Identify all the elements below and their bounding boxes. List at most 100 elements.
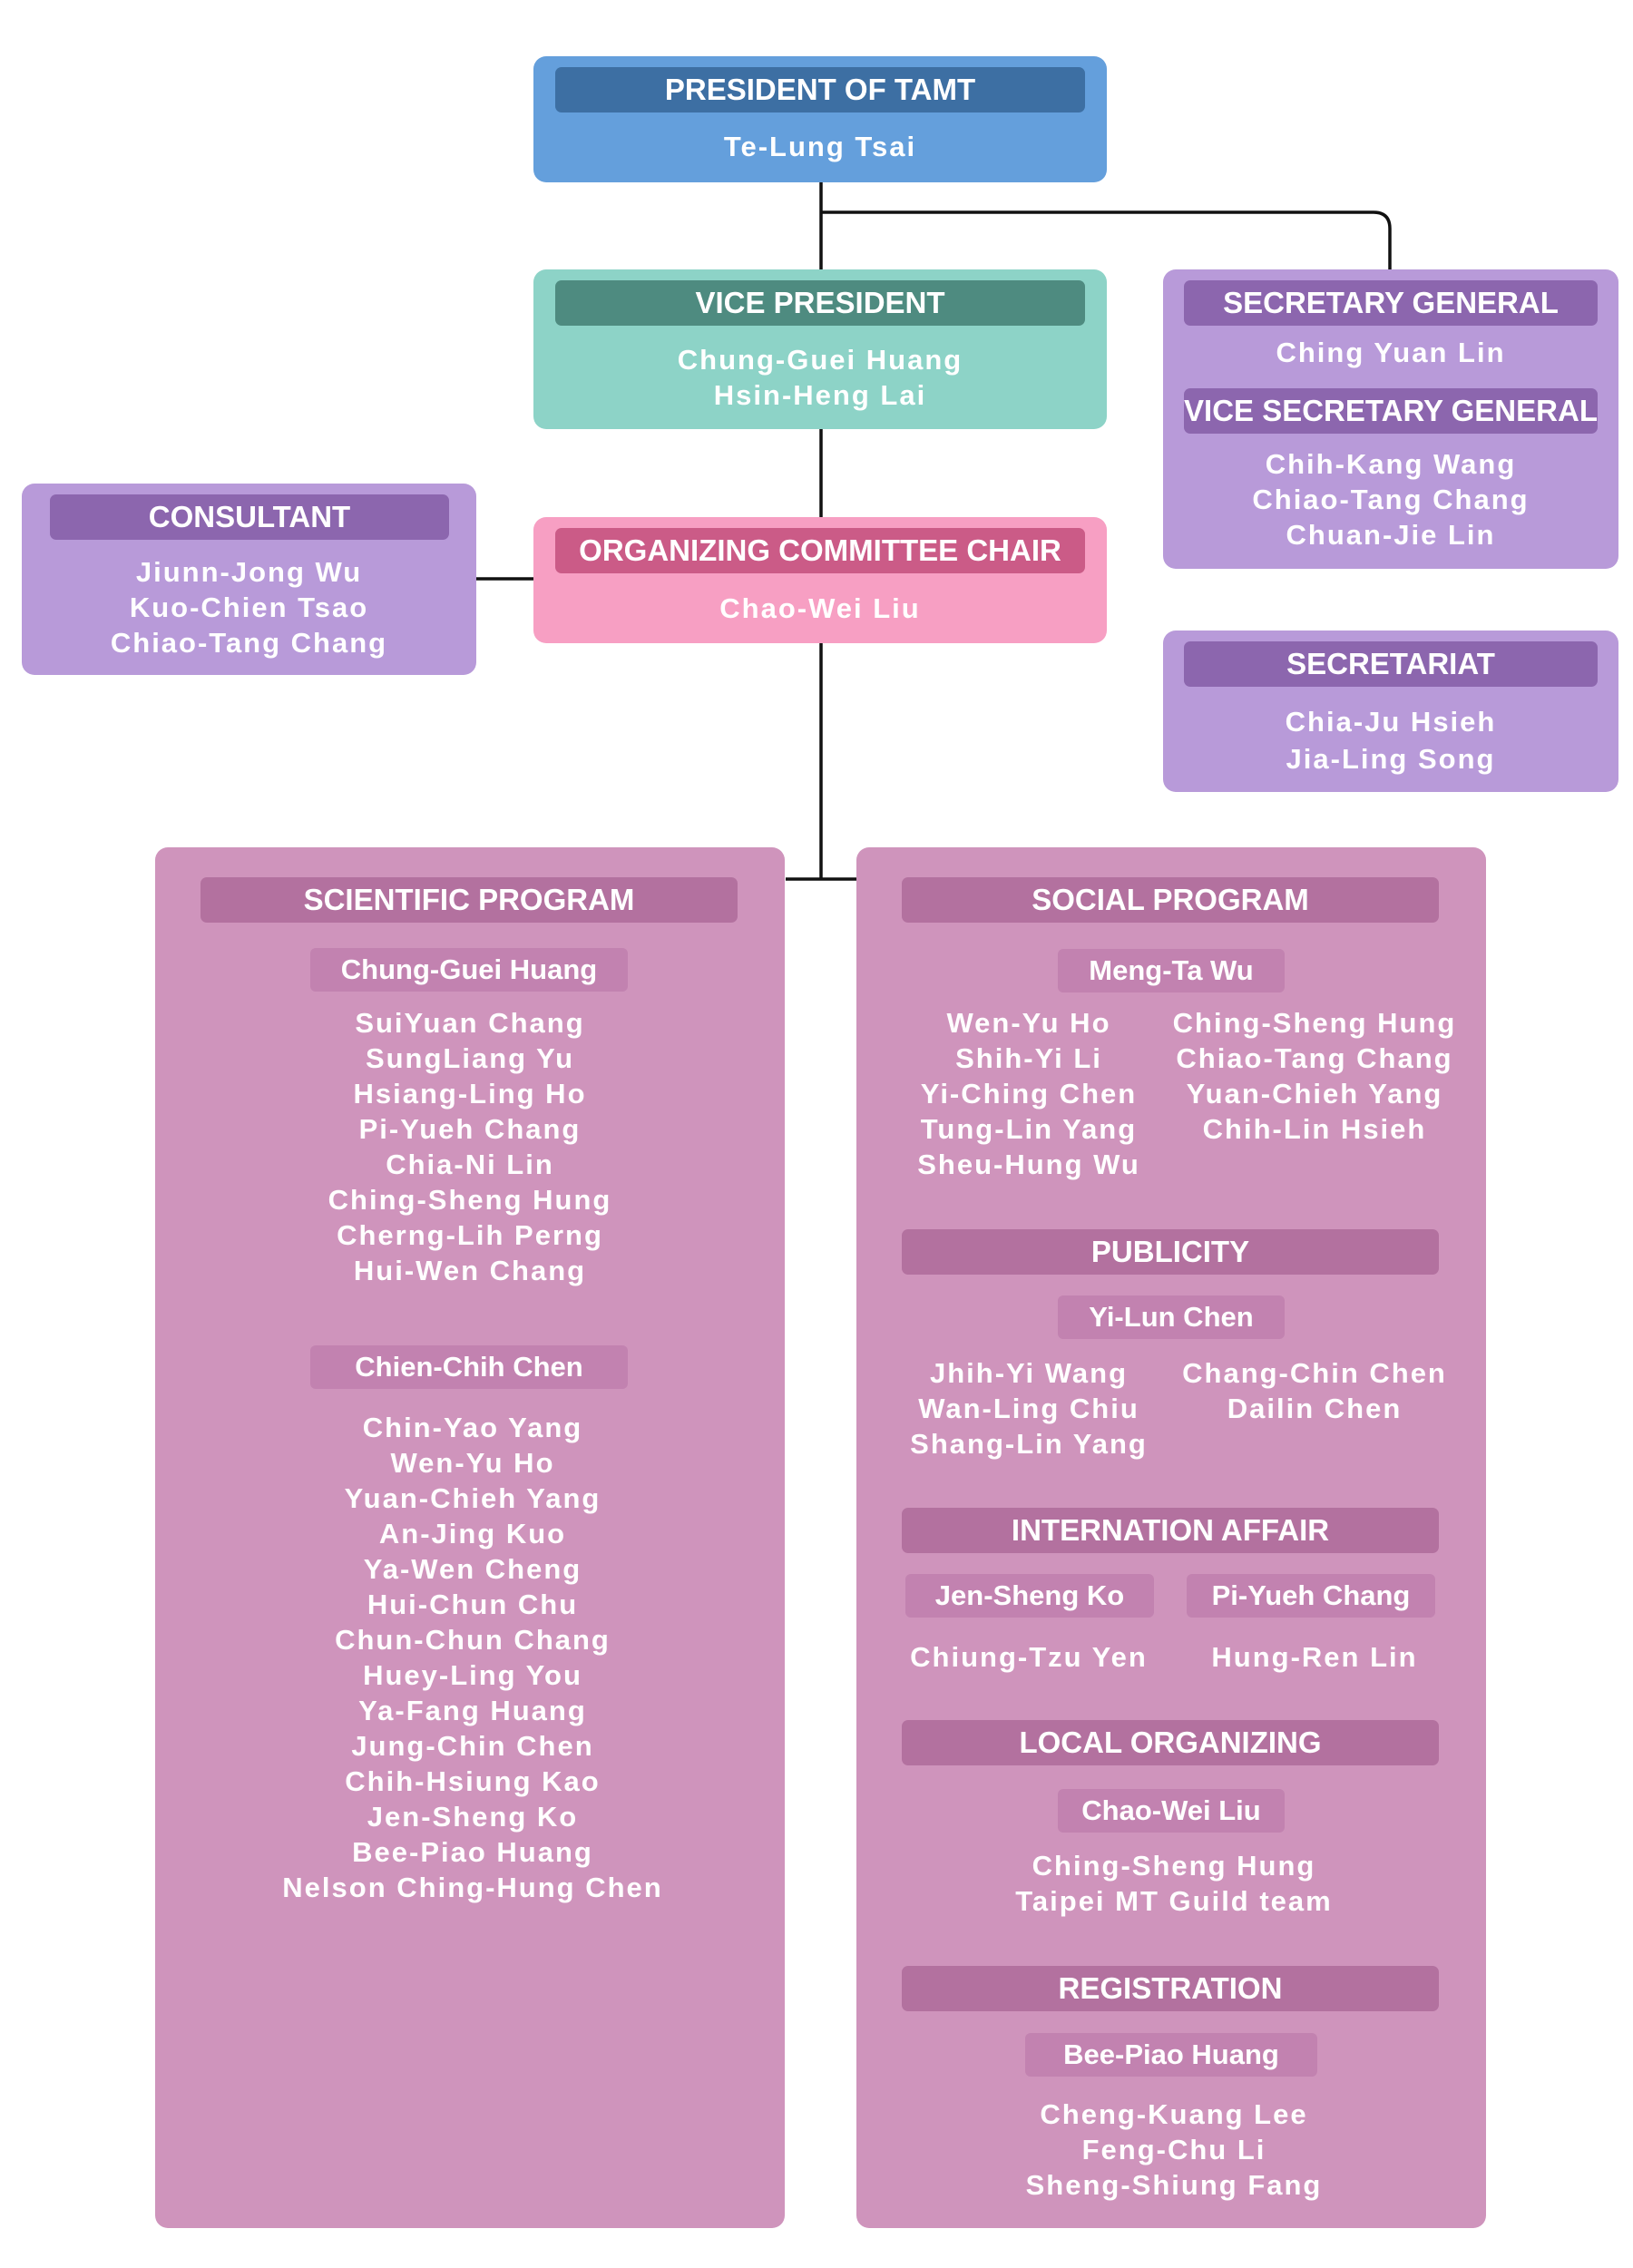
scientific-program-box: SCIENTIFIC PROGRAM Chung-Guei Huang SuiY…: [155, 847, 785, 2228]
scientific-member: Chin-Yao Yang: [362, 1412, 583, 1443]
scientific-member: Ya-Wen Cheng: [363, 1553, 582, 1585]
program-column-box: SOCIAL PROGRAM Meng-Ta Wu Wen-Yu Ho Shih…: [856, 847, 1486, 2228]
scientific-member: Hui-Chun Chu: [367, 1589, 579, 1620]
publicity-col-1: Jhih-Yi Wang Wan-Ling Chiu Shang-Lin Yan…: [893, 1355, 1165, 1461]
local-organizing-lead: Chao-Wei Liu: [1058, 1789, 1285, 1833]
local-organizing-title: LOCAL ORGANIZING: [902, 1720, 1439, 1765]
scientific-group-1: SuiYuan Chang SungLiang Yu Hsiang-Ling H…: [155, 1005, 785, 1288]
international-title: INTERNATION AFFAIR: [902, 1508, 1439, 1553]
scientific-lead-1: Chung-Guei Huang: [310, 948, 628, 992]
vice-president-names: Chung-Guei Huang Hsin-Heng Lai: [533, 342, 1107, 413]
local-organizing-members: Ching-Sheng Hung Taipei MT Guild team: [856, 1848, 1491, 1919]
social-member: Chiao-Tang Chang: [1176, 1042, 1453, 1074]
international-lead-2: Pi-Yueh Chang: [1187, 1574, 1435, 1618]
consultant-title: CONSULTANT: [50, 494, 449, 540]
social-col-2: Ching-Sheng Hung Chiao-Tang Chang Yuan-C…: [1169, 1005, 1460, 1147]
publicity-member: Chang-Chin Chen: [1182, 1357, 1447, 1389]
organizing-chair-name: Chao-Wei Liu: [719, 592, 921, 624]
secretariat-name: Jia-Ling Song: [1286, 743, 1496, 775]
president-name: Te-Lung Tsai: [723, 131, 917, 162]
vice-secretary-general-names: Chih-Kang Wang Chiao-Tang Chang Chuan-Ji…: [1163, 446, 1618, 552]
scientific-member: Yuan-Chieh Yang: [344, 1482, 601, 1514]
secretary-general-name: Ching Yuan Lin: [1276, 337, 1506, 368]
organizing-chair-title: ORGANIZING COMMITTEE CHAIR: [555, 528, 1085, 573]
social-member: Ching-Sheng Hung: [1172, 1007, 1457, 1039]
publicity-member: Jhih-Yi Wang: [929, 1357, 1129, 1389]
organizing-chair-names: Chao-Wei Liu: [533, 591, 1107, 626]
scientific-member: Pi-Yueh Chang: [358, 1113, 582, 1145]
secretariat-names: Chia-Ju Hsieh Jia-Ling Song: [1163, 704, 1618, 777]
publicity-lead: Yi-Lun Chen: [1058, 1295, 1285, 1339]
secretariat-box: SECRETARIAT Chia-Ju Hsieh Jia-Ling Song: [1163, 631, 1618, 792]
vice-secretary-general-name: Chih-Kang Wang: [1265, 448, 1517, 480]
organizing-chair-box: ORGANIZING COMMITTEE CHAIR Chao-Wei Liu: [533, 517, 1107, 643]
local-organizing-member: Ching-Sheng Hung: [1032, 1850, 1316, 1882]
vice-president-title: VICE PRESIDENT: [555, 280, 1085, 326]
president-title: PRESIDENT OF TAMT: [555, 67, 1085, 112]
registration-member: Cheng-Kuang Lee: [1040, 2098, 1308, 2130]
scientific-member: Hui-Wen Chang: [353, 1255, 587, 1286]
publicity-member: Wan-Ling Chiu: [918, 1393, 1139, 1424]
vice-president-name: Hsin-Heng Lai: [713, 379, 927, 411]
publicity-title: PUBLICITY: [902, 1229, 1439, 1275]
secretary-general-box: SECRETARY GENERAL Ching Yuan Lin VICE SE…: [1163, 269, 1618, 569]
publicity-member: Shang-Lin Yang: [910, 1428, 1148, 1460]
registration-member: Feng-Chu Li: [1081, 2134, 1266, 2165]
registration-title: REGISTRATION: [902, 1966, 1439, 2011]
scientific-member: Chih-Hsiung Kao: [345, 1765, 601, 1797]
social-program-title: SOCIAL PROGRAM: [902, 877, 1439, 923]
secretariat-title: SECRETARIAT: [1184, 641, 1598, 687]
vice-president-box: VICE PRESIDENT Chung-Guei Huang Hsin-Hen…: [533, 269, 1107, 429]
international-member-2: Hung-Ren Lin: [1211, 1641, 1418, 1673]
scientific-member: Chun-Chun Chang: [335, 1624, 611, 1656]
scientific-member: Jen-Sheng Ko: [367, 1801, 579, 1833]
international-member-1: Chiung-Tzu Yen: [910, 1641, 1148, 1673]
connector-president-secretary: [821, 210, 1392, 269]
local-organizing-member: Taipei MT Guild team: [1015, 1885, 1333, 1917]
social-member: Sheu-Hung Wu: [917, 1149, 1140, 1180]
secretary-general-names: Ching Yuan Lin: [1163, 335, 1618, 370]
vice-secretary-general-name: Chiao-Tang Chang: [1252, 484, 1530, 515]
publicity-member: Dailin Chen: [1227, 1393, 1403, 1424]
scientific-group-2: Chin-Yao Yang Wen-Yu Ho Yuan-Chieh Yang …: [155, 1410, 790, 1905]
president-names: Te-Lung Tsai: [533, 129, 1107, 164]
scientific-member: Ya-Fang Huang: [358, 1695, 587, 1726]
scientific-member: Hsiang-Ling Ho: [353, 1078, 587, 1110]
scientific-member: An-Jing Kuo: [378, 1518, 567, 1549]
scientific-member: Chia-Ni Lin: [386, 1149, 554, 1180]
consultant-name: Chiao-Tang Chang: [110, 627, 388, 659]
secretary-general-title: SECRETARY GENERAL: [1184, 280, 1598, 326]
consultant-box: CONSULTANT Jiunn-Jong Wu Kuo-Chien Tsao …: [22, 484, 476, 675]
registration-lead: Bee-Piao Huang: [1025, 2033, 1317, 2077]
scientific-program-title: SCIENTIFIC PROGRAM: [200, 877, 738, 923]
social-member: Yuan-Chieh Yang: [1186, 1078, 1443, 1110]
publicity-col-2: Chang-Chin Chen Dailin Chen: [1169, 1355, 1460, 1426]
consultant-name: Kuo-Chien Tsao: [129, 591, 369, 623]
consultant-name: Jiunn-Jong Wu: [135, 556, 363, 588]
consultant-names: Jiunn-Jong Wu Kuo-Chien Tsao Chiao-Tang …: [22, 554, 476, 660]
scientific-member: Bee-Piao Huang: [352, 1836, 593, 1868]
international-lead-1: Jen-Sheng Ko: [905, 1574, 1154, 1618]
secretariat-name: Chia-Ju Hsieh: [1285, 706, 1497, 738]
scientific-member: Ching-Sheng Hung: [328, 1184, 612, 1216]
scientific-lead-2: Chien-Chih Chen: [310, 1345, 628, 1389]
social-member: Yi-Ching Chen: [920, 1078, 1138, 1110]
vice-president-name: Chung-Guei Huang: [677, 344, 963, 376]
social-member: Tung-Lin Yang: [920, 1113, 1138, 1145]
president-box: PRESIDENT OF TAMT Te-Lung Tsai: [533, 56, 1107, 182]
scientific-member: Wen-Yu Ho: [390, 1447, 555, 1479]
social-col-1: Wen-Yu Ho Shih-Yi Li Yi-Ching Chen Tung-…: [893, 1005, 1165, 1182]
scientific-member: Jung-Chin Chen: [351, 1730, 594, 1762]
scientific-member: Nelson Ching-Hung Chen: [282, 1872, 663, 1903]
vice-secretary-general-title: VICE SECRETARY GENERAL: [1184, 388, 1598, 434]
scientific-member: Huey-Ling You: [363, 1659, 582, 1691]
scientific-member: SuiYuan Chang: [355, 1007, 585, 1039]
social-lead: Meng-Ta Wu: [1058, 949, 1285, 992]
social-member: Shih-Yi Li: [955, 1042, 1102, 1074]
scientific-member: Cherng-Lih Perng: [337, 1219, 603, 1251]
registration-member: Sheng-Shiung Fang: [1025, 2169, 1323, 2201]
scientific-member: SungLiang Yu: [365, 1042, 575, 1074]
registration-members: Cheng-Kuang Lee Feng-Chu Li Sheng-Shiung…: [856, 2097, 1491, 2203]
social-member: Chih-Lin Hsieh: [1202, 1113, 1427, 1145]
